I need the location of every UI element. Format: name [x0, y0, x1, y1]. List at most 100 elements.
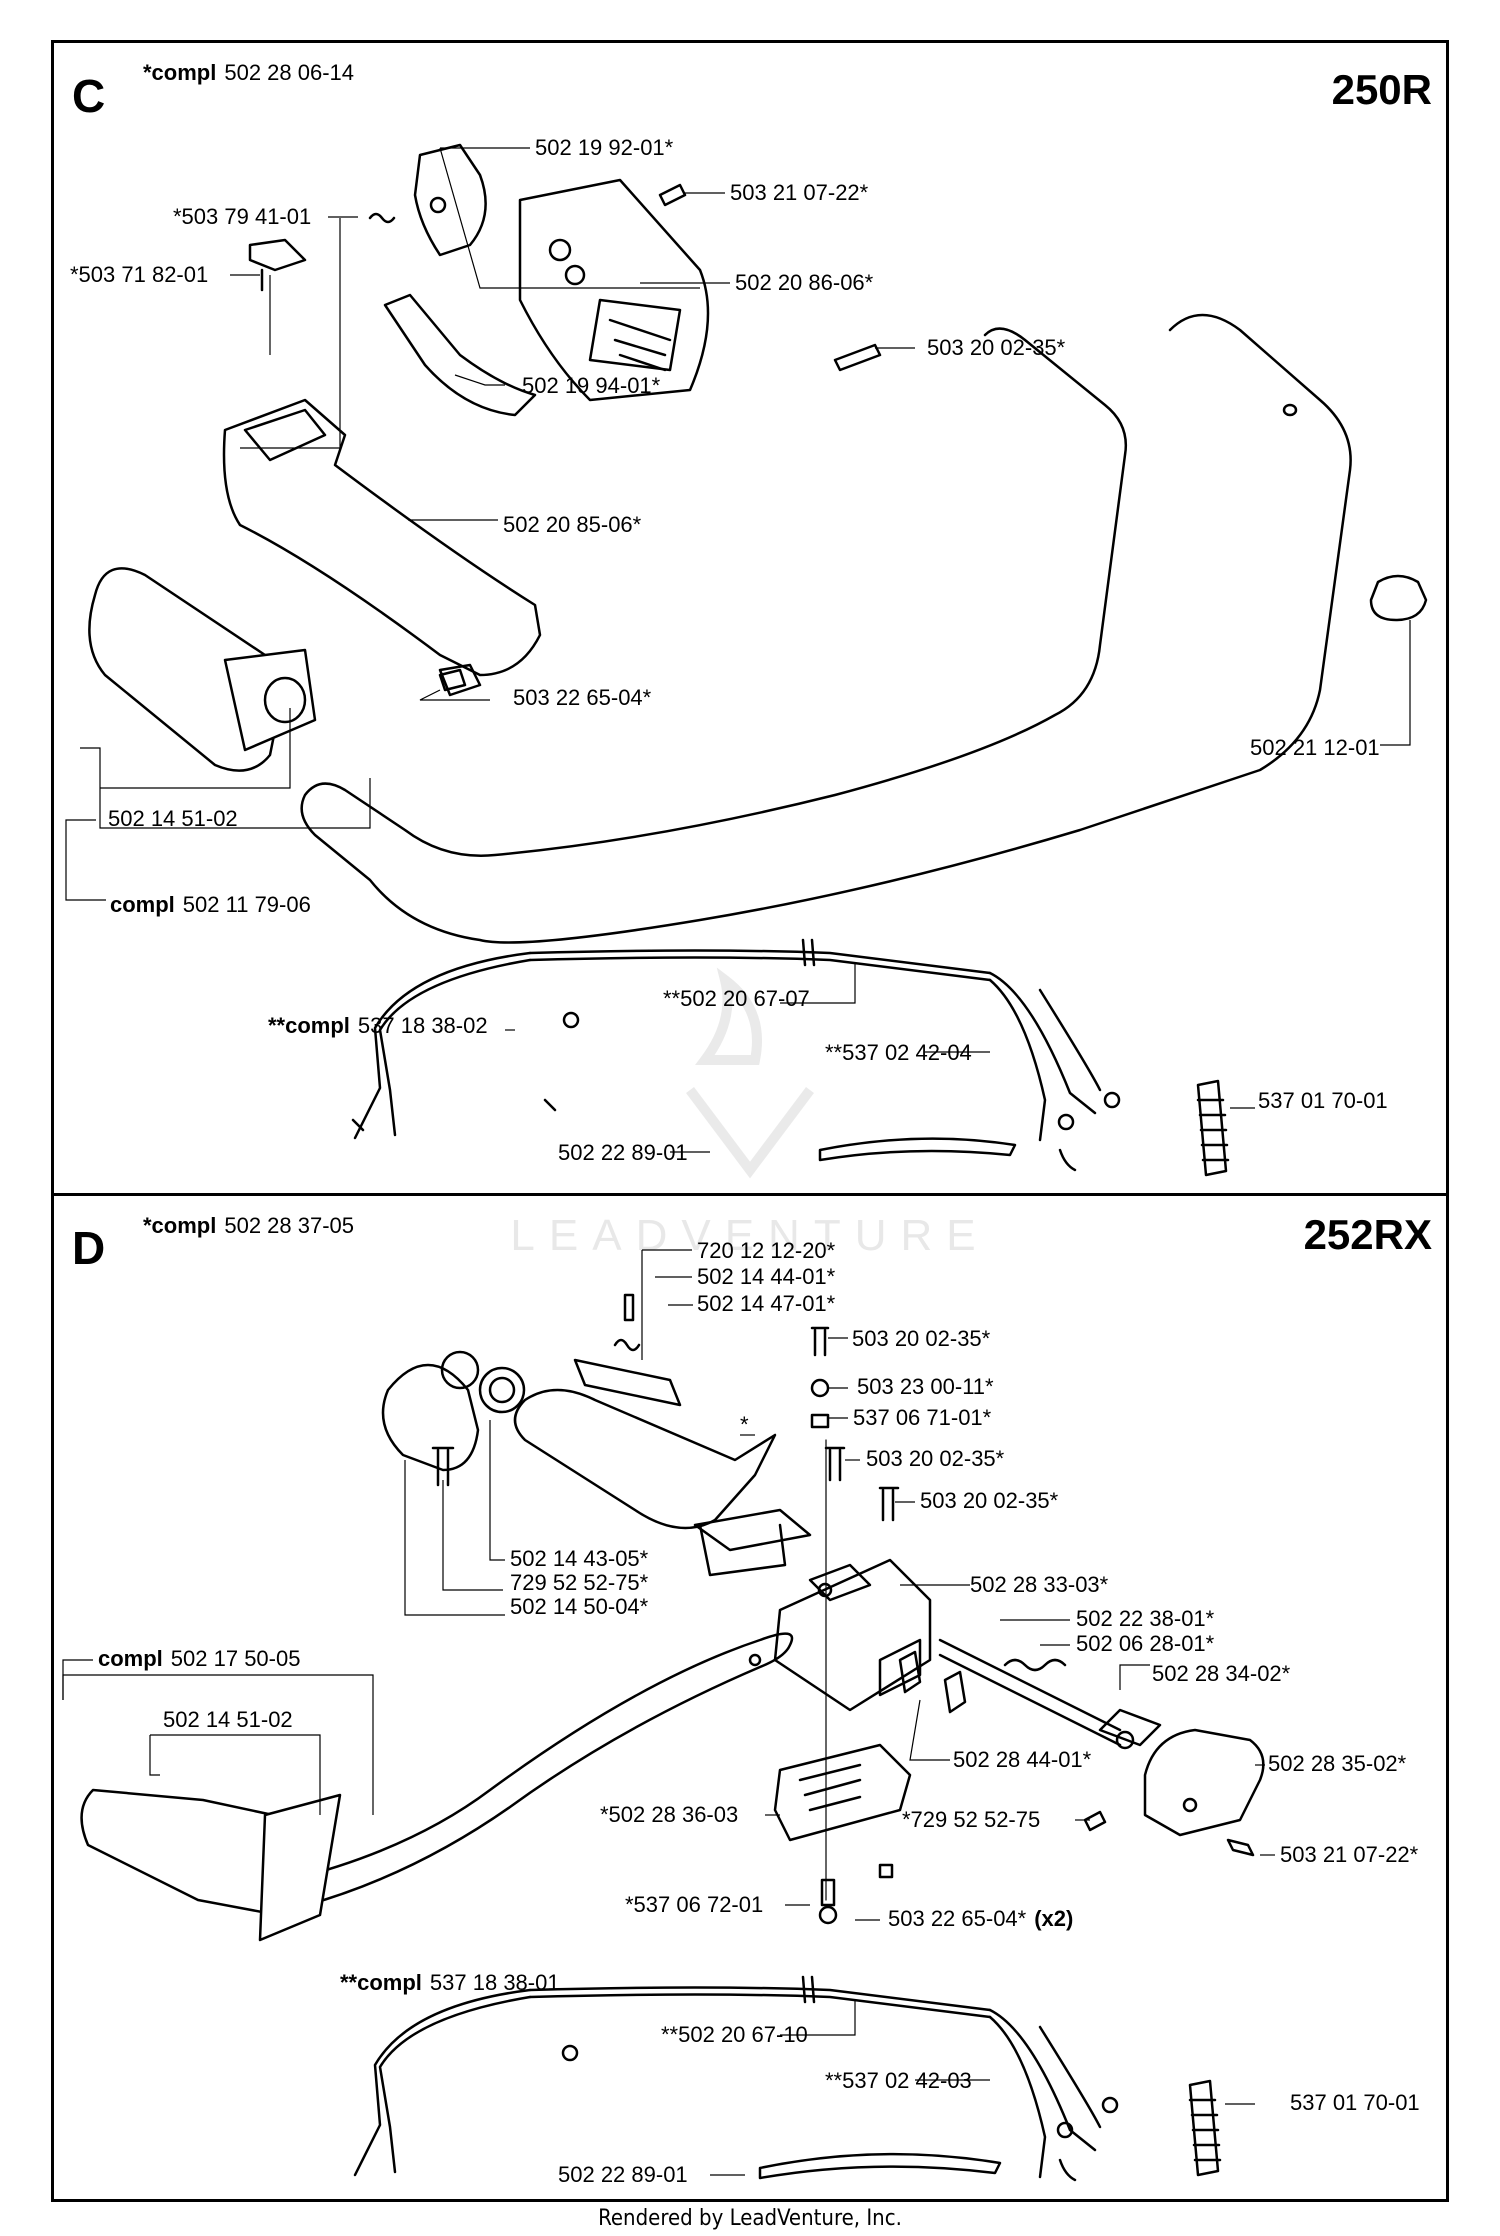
throttle-trigger: [518, 178, 710, 402]
label-d-q8: 503 20 02-35*: [920, 1488, 1059, 1513]
label-d-q6: 537 06 71-01*: [853, 1405, 992, 1430]
rubber-boot-d: [1188, 2079, 1222, 2177]
label-d-q21: *502 28 36-03: [600, 1802, 738, 1827]
rubber-boot-c: [1196, 1079, 1230, 1177]
label-d-q17: 502 14 50-04*: [510, 1594, 649, 1619]
wire-harness-c: [351, 938, 1121, 1172]
label-d-q24: 502 20 67-10: [678, 2022, 808, 2047]
pin-part: [623, 1293, 635, 1322]
panel-d-labels: 720 12 12-20* 502 14 44-01* 502 14 47-01…: [98, 1238, 1420, 2187]
nut-d2: [818, 1905, 838, 1925]
footer-credit: Rendered by LeadVenture, Inc.: [598, 2206, 902, 2231]
label-c-p2: *503 79 41-01: [173, 204, 311, 229]
panel-d-model: 252RX: [1304, 1211, 1432, 1258]
label-d-q10: 502 22 38-01*: [1076, 1606, 1215, 1631]
label-c-compl-wire-number: 537 18 38-02: [358, 1013, 488, 1038]
washer-d: [810, 1378, 830, 1398]
label-d-q7: 503 20 02-35*: [866, 1446, 1005, 1471]
label-c-p11: 502 14 51-02: [108, 806, 238, 831]
label-d-compl-wire-number: 537 18 38-01: [430, 1970, 560, 1995]
spring-d: [613, 1338, 641, 1352]
throttle-housing: [222, 398, 542, 697]
handle-bar-d: [80, 1632, 794, 1942]
label-d-compl-handle-prefix: compl: [98, 1646, 163, 1671]
label-d-q11: 502 06 28-01*: [1076, 1631, 1215, 1656]
nut-c: [438, 668, 467, 692]
panel-c-model: 250R: [1332, 66, 1432, 113]
label-c-compl-handle-prefix: compl: [110, 892, 175, 917]
screw-d4: [1226, 1838, 1255, 1857]
screw-c1: [658, 183, 687, 207]
panel-c-compl-prefix: *compl: [143, 60, 216, 85]
label-d-q14: 503 21 07-22*: [1280, 1842, 1419, 1867]
label-c-p14: 537 01 70-01: [1258, 1088, 1388, 1113]
label-d-q9: 502 28 33-03*: [970, 1572, 1109, 1597]
label-d-q25-prefix: **: [825, 2068, 843, 2093]
mount-bracket: [773, 1558, 932, 1712]
lever-1994: [383, 293, 537, 417]
label-d-q1: 720 12 12-20*: [697, 1238, 836, 1263]
screw-c2: [833, 343, 882, 372]
label-c-p8: 502 20 85-06*: [503, 512, 642, 537]
svg-text:**502 20 67-07: **502 20 67-07: [663, 986, 810, 1011]
label-c-p3: *503 71 82-01: [70, 262, 208, 287]
cover-plate: [1143, 1728, 1265, 1837]
label-d-compl-handle-number: 502 17 50-05: [171, 1646, 301, 1671]
strip-c: [818, 1137, 1017, 1162]
panel-d-compl-number: 502 28 37-05: [224, 1213, 354, 1238]
label-d-star: *: [740, 1412, 749, 1437]
label-d-q24-prefix: **: [661, 2022, 679, 2047]
label-d-q16: 729 52 52-75*: [510, 1570, 649, 1595]
svg-text:**502 20 67-10: **502 20 67-10: [661, 2022, 808, 2047]
label-d-q5: 503 23 00-11*: [857, 1374, 994, 1399]
label-d-q13: 502 28 35-02*: [1268, 1751, 1407, 1776]
label-d-q22: *537 06 72-01: [625, 1892, 763, 1917]
screw-d5: [1083, 1810, 1107, 1832]
panel-c-compl-number: 502 28 06-14: [224, 60, 354, 85]
screw-d6: [431, 1446, 455, 1487]
svg-text:503 22 65-04*(x2): 503 22 65-04* (x2): [888, 1906, 1073, 1931]
label-d-q19: 502 28 44-01*: [953, 1747, 1092, 1772]
screw-d3: [878, 1486, 900, 1522]
watermark-text: LEADVENTURE: [510, 1211, 989, 1260]
label-c-compl-wire-prefix: **compl: [268, 1013, 350, 1038]
label-c-compl-handle-number: 502 11 79-06: [183, 892, 311, 917]
svg-text:**537 02 42-04: **537 02 42-04: [825, 1040, 972, 1065]
label-c-p6: 503 20 02-35*: [927, 335, 1066, 360]
grip-sleeve: [88, 567, 317, 772]
label-d-q4: 503 20 02-35*: [852, 1326, 991, 1351]
label-d-q23-suffix: (x2): [1034, 1906, 1073, 1931]
panel-c-labels: 502 19 92-01* *503 79 41-01 *503 71 82-0…: [70, 135, 1388, 1165]
label-c-p10: 502 21 12-01: [1250, 735, 1380, 760]
lever-1992: [413, 143, 487, 257]
label-d-q26: 537 01 70-01: [1290, 2090, 1420, 2115]
pad-part: [573, 1358, 682, 1407]
label-c-p7: 502 19 94-01*: [522, 373, 661, 398]
lower-clamp: [773, 1743, 912, 1842]
panel-d-252rx: [51, 1193, 1449, 2202]
grip-housing-d: [513, 1388, 812, 1577]
sleeve-d: [810, 1413, 830, 1429]
throttle-trigger-d: [381, 1350, 480, 1472]
panel-c-letter: C: [72, 70, 105, 122]
stop-switch: [248, 238, 307, 292]
label-c-p4: 503 21 07-22*: [730, 180, 869, 205]
label-d-q3: 502 14 47-01*: [697, 1291, 836, 1316]
label-d-q15: 502 14 43-05*: [510, 1546, 649, 1571]
label-d-q18: 502 14 51-02: [163, 1707, 293, 1732]
label-c-p5: 502 20 86-06*: [735, 270, 874, 295]
strip-d: [758, 2152, 1002, 2180]
panel-d-compl-prefix: *compl: [143, 1213, 216, 1238]
label-c-p13-prefix: **: [825, 1040, 843, 1065]
adjust-shaft: [938, 1638, 1162, 1750]
label-d-q23: 503 22 65-04*: [888, 1906, 1027, 1931]
spring-part: [368, 212, 396, 224]
label-c-p13: 537 02 42-04: [842, 1040, 972, 1065]
label-d-q20: *729 52 52-75: [902, 1807, 1040, 1832]
